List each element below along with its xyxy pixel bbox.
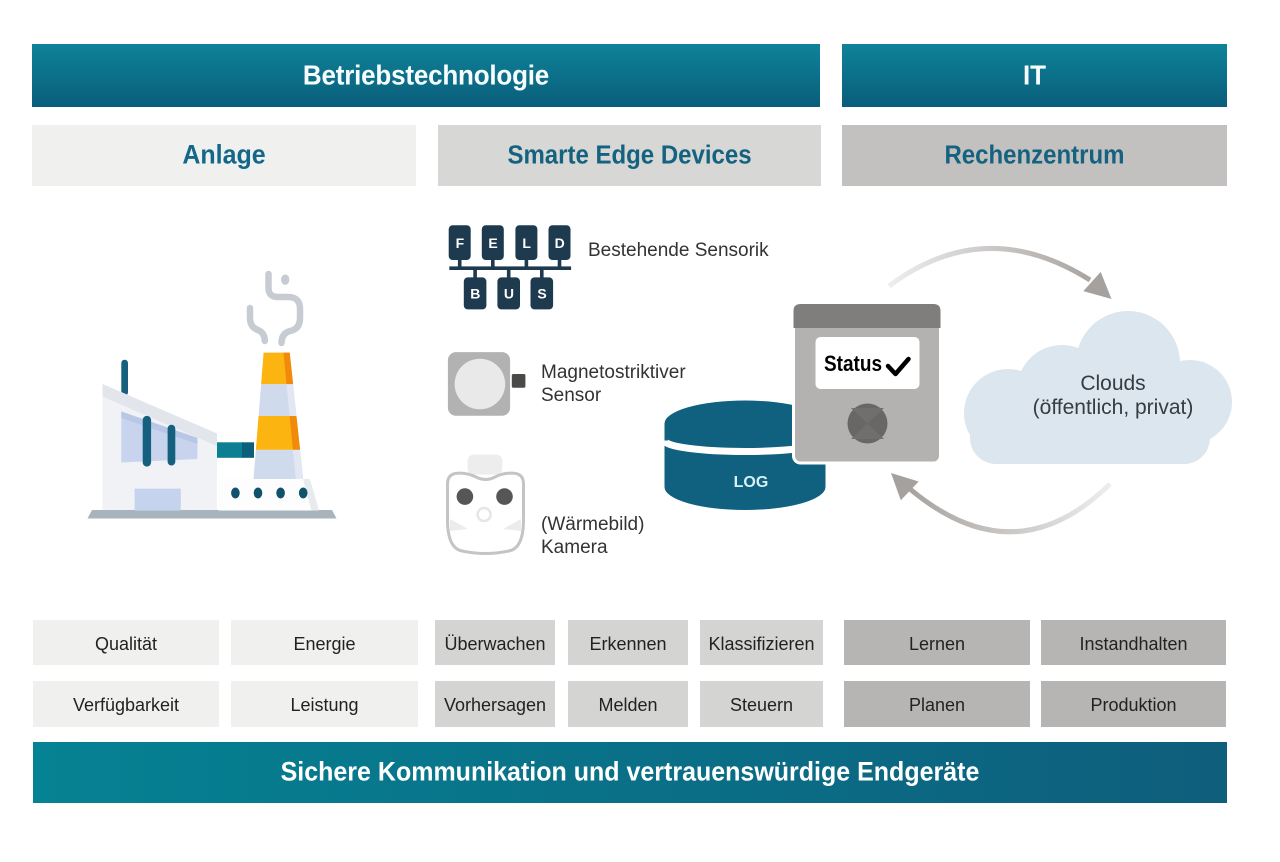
svg-text:S: S xyxy=(537,286,546,302)
svg-text:Status: Status xyxy=(824,352,882,377)
svg-text:L: L xyxy=(522,235,531,251)
svg-text:B: B xyxy=(470,286,480,302)
svg-text:LOG: LOG xyxy=(734,474,769,491)
svg-text:F: F xyxy=(456,235,465,251)
svg-text:U: U xyxy=(504,286,514,302)
svg-text:D: D xyxy=(555,235,565,251)
svg-text:E: E xyxy=(488,235,497,251)
